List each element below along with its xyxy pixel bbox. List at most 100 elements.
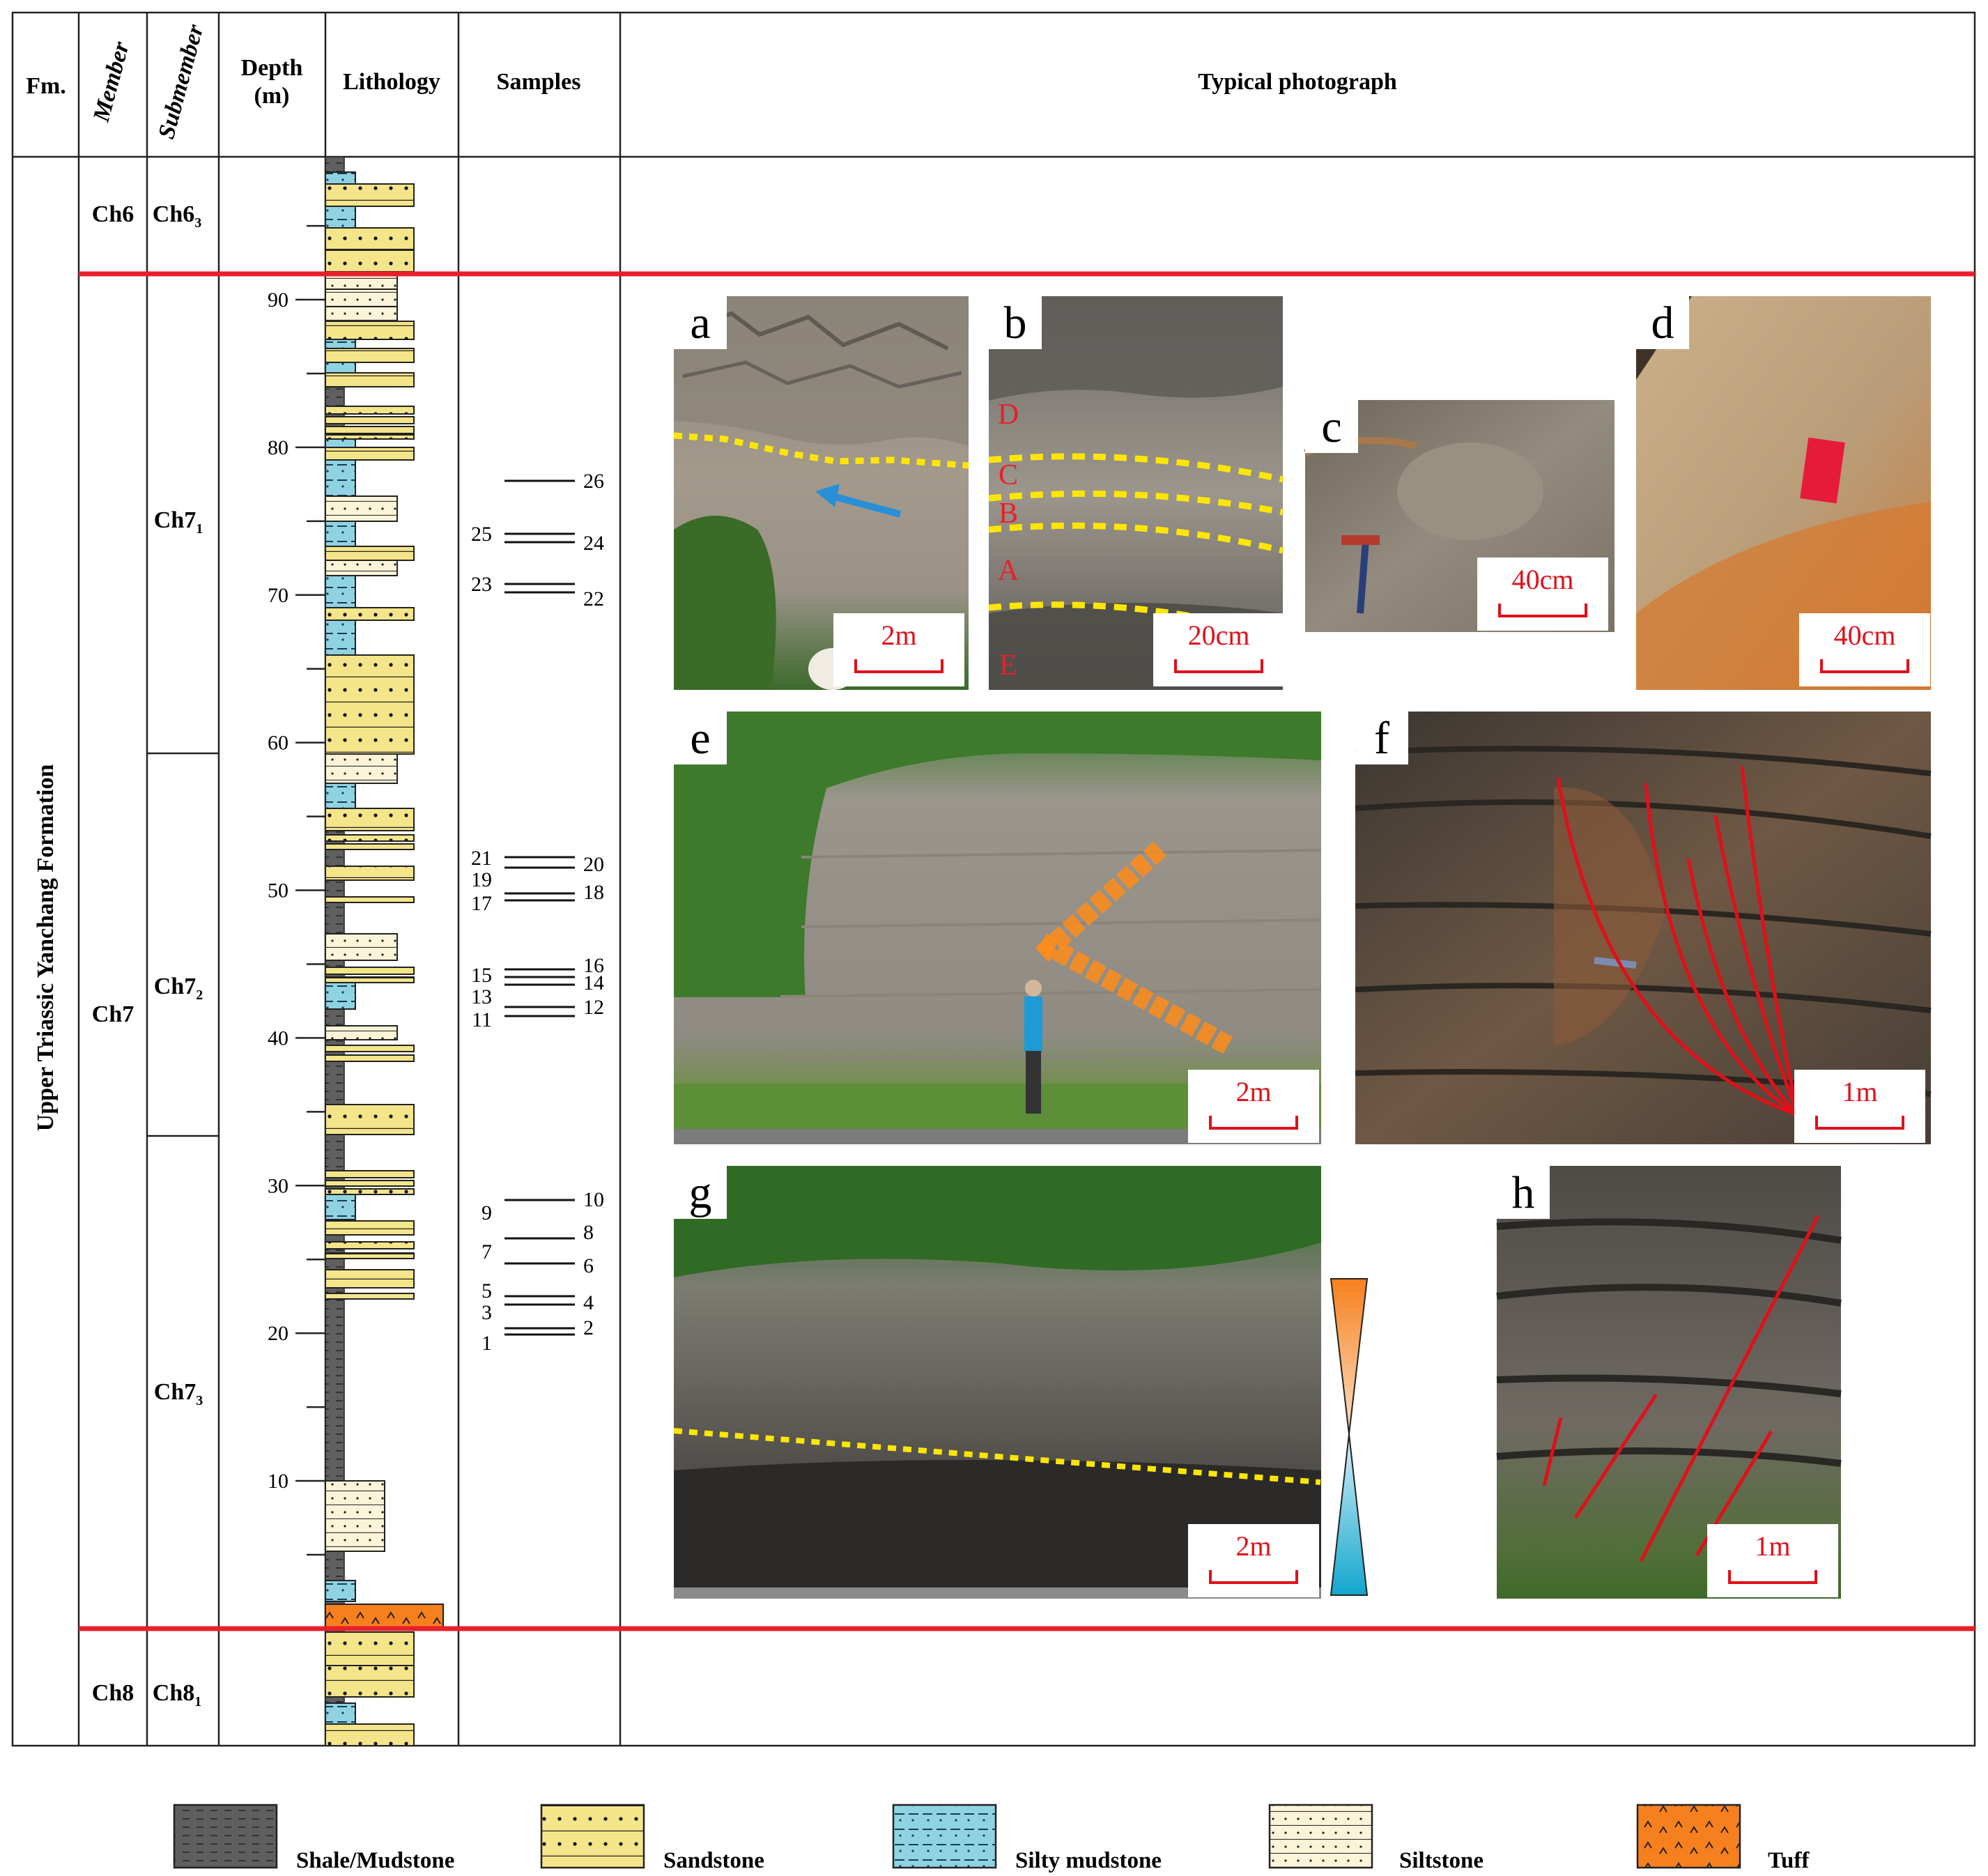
lithology-bed-sand: [325, 1045, 415, 1052]
member-ch7: Ch7: [92, 1001, 134, 1027]
lithology-bed-sand: [325, 896, 415, 903]
legend-swatch: [1636, 1804, 1741, 1869]
sample-label-right: 10: [583, 1188, 604, 1211]
sample-label-left: 23: [471, 573, 492, 596]
sample-label-right: 8: [583, 1221, 594, 1244]
lithology-bed-sand: [325, 1723, 415, 1746]
lithology-bed-sand: [325, 434, 415, 440]
lithology-bed-tuff: [325, 1604, 444, 1629]
lithology-bed-sand: [325, 834, 415, 842]
lithology-bed-silt: [325, 495, 398, 522]
scale-bar-icon: [1174, 659, 1263, 673]
lithology-bed-sand: [325, 227, 415, 250]
lithology-bed-silt: [325, 1480, 385, 1552]
lithology-bed-sand: [325, 1241, 415, 1250]
lithology-bed-smud: [325, 362, 356, 374]
lithology-bed-sand: [325, 607, 415, 621]
legend-label: Shale/Mudstone: [296, 1848, 454, 1873]
panel-letter-c: c: [1321, 401, 1341, 452]
lithology-bed-smud: [325, 575, 356, 608]
lithology-bed-sand: [325, 1188, 415, 1195]
legend: Shale/Mudstone Sandstone Silty mudstone Sil…: [173, 1804, 1810, 1873]
legend-label: Tuff: [1768, 1848, 1810, 1873]
layer-label-A: A: [998, 555, 1019, 587]
scale-bar-box: [1799, 613, 1930, 686]
header-fm: Fm.: [26, 73, 66, 99]
lithology-bed-smud: [325, 339, 356, 349]
sample-label-left: 9: [481, 1201, 492, 1224]
header-samples: Samples: [497, 69, 581, 95]
sample-positions: 2624222018161412108642252321191715131197…: [471, 470, 604, 1355]
layer-label-B: B: [999, 498, 1018, 530]
sample-label-right: 16: [583, 954, 604, 977]
legend-label: Sandstone: [663, 1848, 764, 1873]
lithology-bed-sand: [325, 321, 415, 340]
layer-label-C: C: [999, 459, 1018, 491]
lithology-bed-sand: [325, 808, 415, 831]
notebook-scale-object: [1800, 437, 1845, 504]
formation-name: Upper Triassic Yanchang Formation: [33, 764, 59, 1132]
scale-bar-icon: [854, 659, 943, 673]
lithology-bed-sand: [325, 1665, 415, 1698]
sample-label-right: 18: [583, 881, 604, 904]
scale-bar-box: [1188, 1524, 1319, 1597]
sample-label-left: 11: [472, 1008, 492, 1031]
photo-panel-f: [1355, 712, 1932, 1144]
sample-label-right: 2: [583, 1316, 594, 1339]
panel-letter-h: h: [1512, 1167, 1535, 1218]
layer-label-D: D: [998, 399, 1019, 431]
scale-bar-box: [1794, 1070, 1925, 1143]
lithology-bed-smud: [325, 783, 356, 809]
sample-label-left: 21: [471, 847, 492, 870]
panel-letter-a: a: [690, 298, 710, 348]
sample-label-left: 7: [481, 1240, 492, 1263]
scale-bar-icon: [1209, 1116, 1298, 1130]
lithology-bed-sand: [325, 967, 415, 975]
lithology-bed-smud: [325, 1702, 356, 1725]
lithology-bed-sand: [325, 654, 415, 755]
depth-tick-label: 80: [268, 436, 288, 459]
depth-tick-label: 50: [268, 879, 288, 902]
scale-bar-icon: [1728, 1570, 1817, 1584]
lithology-bed-silt: [325, 289, 398, 307]
submember-ch7-3: Ch73: [154, 1379, 203, 1408]
legend-swatch: [1268, 1804, 1373, 1869]
depth-tick-label: 90: [268, 289, 288, 312]
lithology-bed-smud: [325, 620, 356, 656]
header-lithology: Lithology: [343, 69, 440, 95]
submember-ch7-1: Ch71: [154, 507, 203, 537]
submember-ch6-3: Ch63: [153, 201, 201, 231]
sample-label-right: 14: [583, 971, 604, 994]
depth-tick-label: 10: [268, 1470, 288, 1493]
sample-label-right: 12: [583, 996, 604, 1019]
scale-bar-box: [1188, 1070, 1319, 1143]
lithology-bed-silt: [325, 1025, 398, 1040]
sample-label-left: 3: [481, 1301, 492, 1324]
legend-swatch: [540, 1804, 645, 1869]
legend-label: Siltstone: [1399, 1848, 1484, 1873]
lithology-column: [325, 156, 444, 1746]
lithology-bed-sand: [325, 1252, 415, 1259]
header-typical-photograph: Typical photograph: [1198, 69, 1397, 95]
layer-label-E: E: [999, 649, 1017, 682]
submember-ch7-2: Ch72: [154, 974, 203, 1003]
lithology-bed-smud: [325, 521, 356, 547]
panel-letter-box: [989, 296, 1042, 349]
sample-label-left: 25: [471, 523, 492, 546]
lithology-bed-smud: [325, 171, 356, 185]
panel-letter-e: e: [690, 713, 710, 764]
lithology-bed-sand: [325, 1631, 415, 1666]
lithology-bed-silt: [325, 933, 398, 961]
depth-tick-label: 70: [268, 584, 288, 607]
legend-label: Silty mudstone: [1015, 1848, 1162, 1873]
photo-panel-e: [674, 712, 1322, 1144]
scale-bar-box: [1707, 1524, 1838, 1597]
sample-label-left: 13: [471, 985, 492, 1008]
sample-label-left: 19: [471, 868, 492, 891]
scale-bar-box: [1477, 558, 1608, 631]
lithology-bed-sand: [325, 372, 415, 387]
